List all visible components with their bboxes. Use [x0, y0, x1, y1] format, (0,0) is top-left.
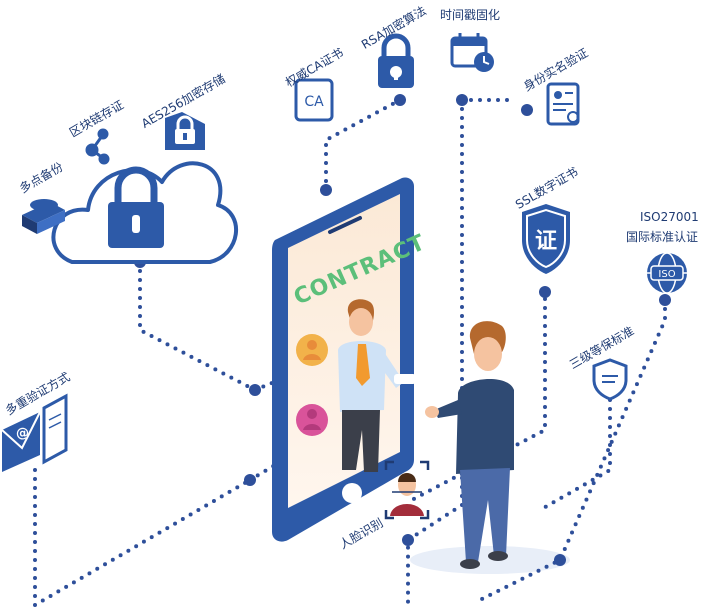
cloud-lock-icon — [51, 161, 239, 264]
calendar-clock-icon — [450, 33, 494, 72]
ssl-icon-glyph: 证 — [535, 229, 557, 254]
svg-text:@: @ — [16, 426, 29, 441]
ca-certificate-icon — [294, 78, 334, 122]
standing-person — [425, 321, 514, 569]
ca-icon-text: CA — [304, 94, 324, 110]
blockchain-share-icon — [85, 128, 110, 165]
rsa-lock-icon — [378, 33, 414, 88]
iso-globe-icon — [647, 252, 687, 294]
id-card-icon — [546, 82, 580, 126]
ssl-shield-icon — [522, 204, 570, 274]
face-recognition-icon — [384, 460, 430, 520]
connector-nodes — [134, 94, 671, 566]
person-in-screen — [338, 299, 416, 472]
floor-shadow — [410, 546, 570, 574]
label-iso-line2: 国际标准认证 — [626, 230, 699, 244]
level3-shield-icon — [592, 358, 628, 401]
database-backup-icon — [22, 199, 65, 234]
iso-icon-text: ISO — [658, 269, 675, 280]
mobile-phone-icon — [42, 393, 68, 465]
label-iso-line1: ISO27001 — [640, 210, 699, 224]
label-timestamp: 时间戳固化 — [440, 8, 501, 22]
email-envelope-icon: @ — [1, 411, 41, 472]
avatar-bubble-male — [296, 334, 328, 366]
avatar-bubble-female — [296, 404, 328, 436]
folder-lock-icon — [165, 112, 205, 150]
